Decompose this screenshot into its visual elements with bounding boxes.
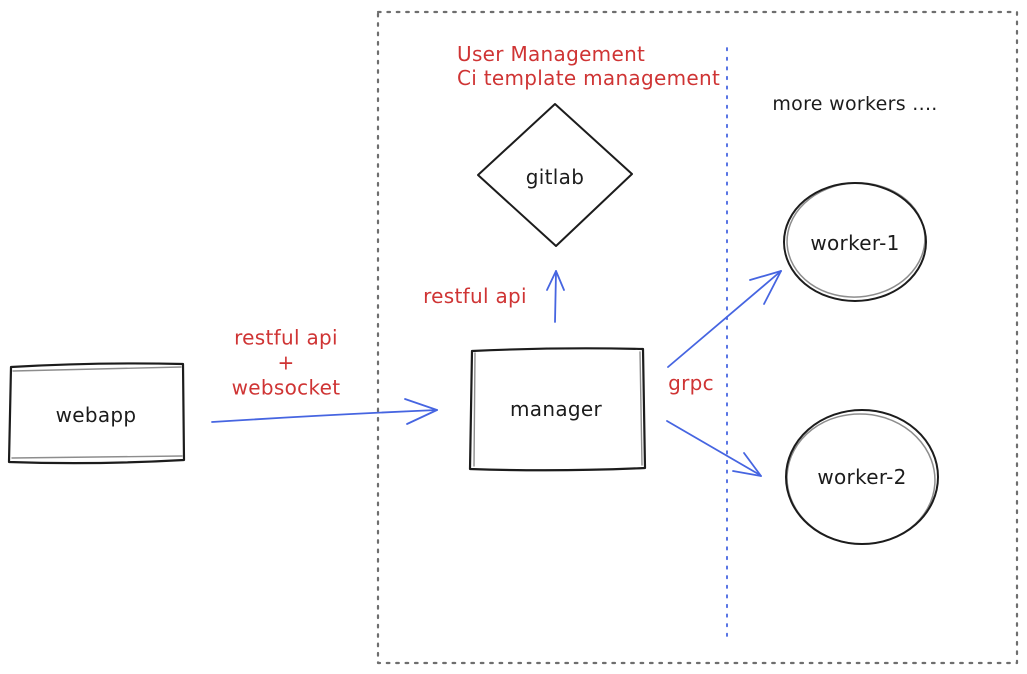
edge-label-line-2: + [277, 350, 295, 375]
more-workers-note: more workers .... [772, 93, 938, 115]
gitlab-annotation-line-1: User Management [457, 42, 646, 66]
edge-label-restful-api-websocket: restful api + websocket [232, 326, 341, 401]
gitlab-label: gitlab [525, 165, 585, 189]
worker-2-label: worker-2 [817, 465, 907, 489]
gitlab-annotation-note: User Management Ci template management [457, 42, 720, 90]
arrow-webapp-to-manager[interactable] [211, 398, 438, 425]
edge-label-grpc: grpc [668, 371, 714, 395]
arrow-manager-to-worker-1[interactable] [667, 270, 782, 368]
edge-label-line-3: websocket [231, 375, 341, 400]
manager-label: manager [510, 397, 602, 421]
worker-1-ellipse-shape[interactable] [783, 178, 929, 302]
gitlab-diamond-shape[interactable] [477, 103, 633, 247]
worker-1-label: worker-1 [810, 231, 900, 255]
arrow-manager-to-worker-2[interactable] [666, 420, 762, 477]
edge-label-restful-api: restful api [423, 284, 527, 308]
webapp-label: webapp [55, 403, 137, 427]
edge-label-line-1: restful api [234, 325, 338, 350]
system-boundary-dotted-rect[interactable] [376, 10, 1019, 665]
gitlab-annotation-line-2: Ci template management [457, 66, 721, 90]
worker-2-ellipse-shape[interactable] [783, 409, 940, 549]
webapp-node-shape[interactable] [7, 362, 186, 465]
arrow-manager-to-gitlab[interactable] [546, 270, 565, 323]
manager-node-shape[interactable] [468, 347, 647, 472]
